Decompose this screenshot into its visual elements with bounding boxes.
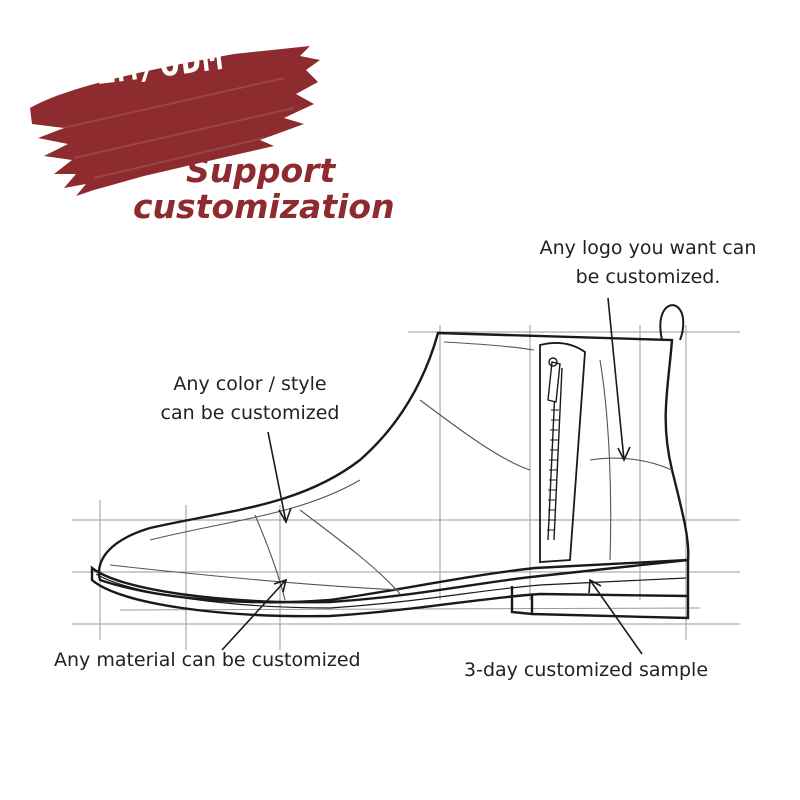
logo-callout-line-2: be customized. xyxy=(575,266,721,288)
color-style-callout-label: Any color / style can be customized xyxy=(142,370,358,428)
logo-callout-label: Any logo you want can be customized. xyxy=(522,234,774,292)
zipper xyxy=(547,357,563,541)
color-style-callout-arrow xyxy=(267,431,292,524)
boot-heel xyxy=(510,586,690,620)
boot-side-panel xyxy=(539,342,586,563)
logo-callout-line-1: Any logo you want can xyxy=(539,237,757,259)
material-callout-label: Any material can be customized xyxy=(54,649,361,671)
boot-sole xyxy=(90,558,690,618)
color-style-callout-line-1: Any color / style xyxy=(173,373,327,395)
boot-upper-outline xyxy=(97,331,690,604)
callout-arrows xyxy=(221,297,643,655)
sample-callout-arrow xyxy=(588,578,643,655)
brush-stroke-streaks xyxy=(53,77,295,179)
logo-callout-arrow xyxy=(607,297,631,462)
sole-welt-line xyxy=(95,573,687,609)
brush-stroke-badge xyxy=(30,46,320,196)
brush-stroke-shape xyxy=(30,46,320,196)
color-style-callout-line-2: can be customized xyxy=(160,402,340,424)
headline-line-1: Support xyxy=(186,151,336,190)
headline-line-2: customization xyxy=(133,187,395,226)
sample-callout-label: 3-day customized sample xyxy=(464,659,709,681)
panel-seams xyxy=(109,341,673,601)
heel-pull-tab xyxy=(659,304,685,341)
material-callout-arrow xyxy=(221,578,288,651)
zipper-teeth xyxy=(547,409,559,531)
